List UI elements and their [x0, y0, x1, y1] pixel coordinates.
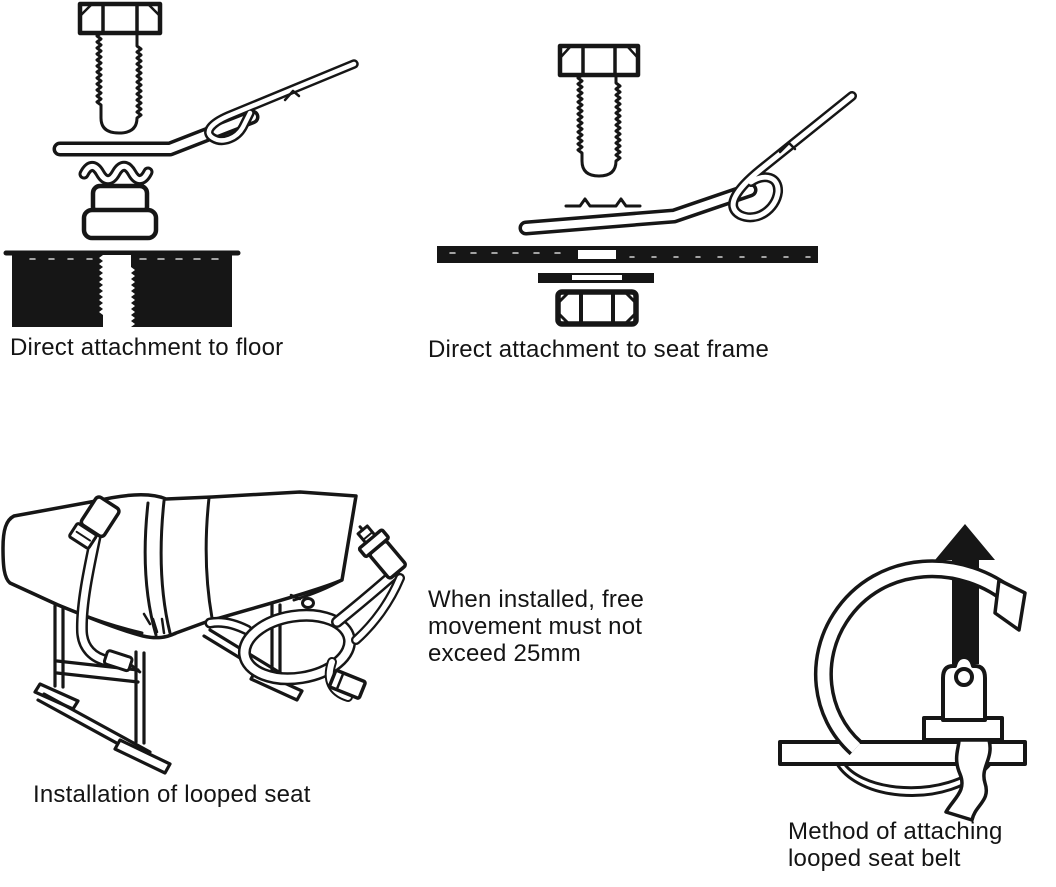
buckle-tongue [941, 655, 987, 722]
note-free-movement: When installed, free movement must not e… [428, 586, 645, 667]
figure-looped-seat [0, 486, 450, 838]
figure-floor-attachment [0, 0, 380, 332]
figure-seat-frame-attachment [420, 30, 860, 332]
spacer-bush [81, 183, 159, 241]
seat-frame-legs-left [33, 604, 172, 775]
caption-floor-attachment: Direct attachment to floor [10, 334, 284, 361]
hex-bolt-icon [557, 43, 641, 178]
lock-washer-mark [564, 197, 642, 208]
figure-looped-belt-method [756, 496, 1056, 828]
belt-loop [728, 91, 857, 223]
hex-bolt-icon [77, 1, 163, 135]
caption-looped-belt-method: Method of attaching looped seat belt [788, 818, 1003, 872]
caption-seat-frame-attachment: Direct attachment to seat frame [428, 336, 770, 363]
up-arrow-icon [935, 524, 995, 664]
looped-belt [204, 568, 405, 686]
belt-strap [204, 59, 359, 146]
washer-plate [538, 273, 654, 283]
belt-tail [944, 738, 992, 822]
anchor-plate [518, 182, 758, 236]
floor-panel [3, 250, 241, 327]
caption-looped-seat: Installation of looped seat [33, 781, 311, 808]
anchor-plate [52, 109, 260, 157]
seat-frame-bar [437, 246, 818, 263]
wave-washer [78, 160, 154, 186]
belt-loop [814, 559, 1027, 756]
hex-nut-icon [555, 289, 639, 327]
anchor-fitting [356, 524, 407, 580]
belt-adjuster [324, 657, 367, 702]
bolt-hole [289, 593, 315, 609]
backrest-belt [68, 495, 142, 674]
